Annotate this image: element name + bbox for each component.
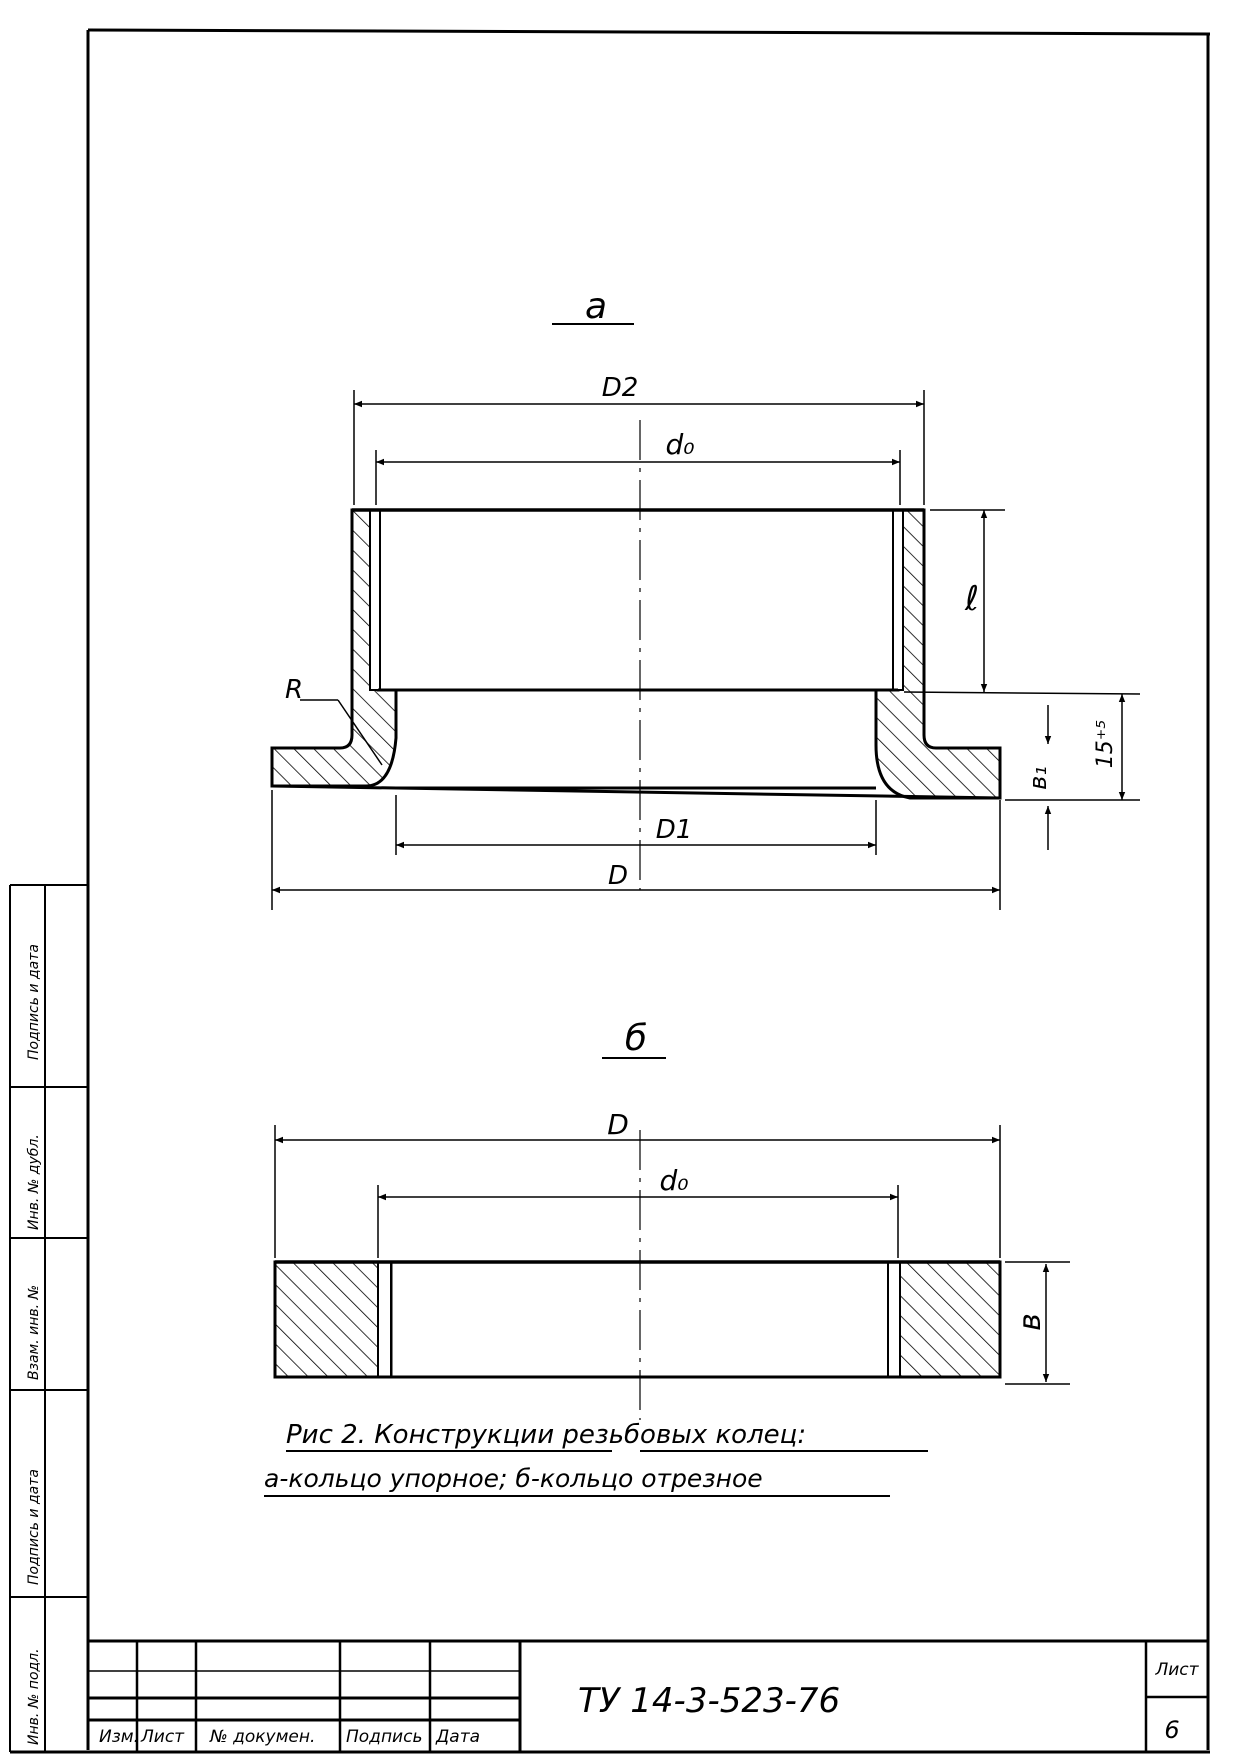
view-a-section <box>270 420 1002 890</box>
view-b-dim-d0: d₀ <box>660 1164 689 1197</box>
title-block-col-data: Дата <box>435 1727 480 1747</box>
caption-line-1: Рис 2. Конструкции резьбовых колец: <box>286 1420 806 1450</box>
side-stamp-vzam-inv: Взам. инв. № <box>26 1285 42 1380</box>
view-b-title: б <box>625 1018 647 1059</box>
view-a-dim-l: ℓ <box>964 579 979 619</box>
view-a-dim-D1: D1 <box>656 815 693 845</box>
side-stamp-podpis-data-2: Подпись и дата <box>26 1469 42 1585</box>
view-a-dim-R: R <box>285 675 303 705</box>
side-stamp-inv-podl: Инв. № подл. <box>26 1648 42 1745</box>
view-b-right-section <box>892 1260 1002 1379</box>
side-stamp-inv-dubl: Инв. № дубл. <box>26 1134 42 1230</box>
view-a-dim-D2: D2 <box>602 373 639 403</box>
title-block <box>88 1639 1208 1752</box>
title-block-designation: ТУ 14-3-523-76 <box>578 1681 840 1721</box>
view-a-dimension-lines <box>271 390 1141 910</box>
title-block-col-podpis: Подпись <box>346 1727 422 1747</box>
drawing-frame <box>10 28 1211 1754</box>
title-block-sheet-number: 6 <box>1164 1716 1179 1744</box>
view-a-left-section <box>270 508 398 788</box>
view-a-dim-d0: d₀ <box>666 428 695 461</box>
view-a-dim-D: D <box>608 861 628 891</box>
caption-line-2: а-кольцо упорное; б-кольцо отрезное <box>264 1464 763 1493</box>
view-b-left-section <box>273 1260 393 1379</box>
view-b-dimension-lines <box>274 1125 1070 1385</box>
view-b-dim-b: в <box>1013 1313 1048 1331</box>
title-block-col-izm: Изм. <box>99 1727 139 1747</box>
title-block-col-list: Лист <box>140 1727 185 1747</box>
view-b-dim-D: D <box>607 1108 629 1141</box>
side-stamp <box>9 884 88 1752</box>
title-block-col-doc: № докумен. <box>209 1727 315 1747</box>
view-b-section <box>273 1130 1002 1420</box>
view-a-dim-h: 15⁺⁵ <box>1093 720 1118 768</box>
title-block-sheet-label: Лист <box>1154 1660 1199 1680</box>
view-a-title: а <box>585 286 607 327</box>
view-a-dim-b1: в₁ <box>1024 766 1052 790</box>
side-stamp-podpis-data-1: Подпись и дата <box>26 944 42 1060</box>
